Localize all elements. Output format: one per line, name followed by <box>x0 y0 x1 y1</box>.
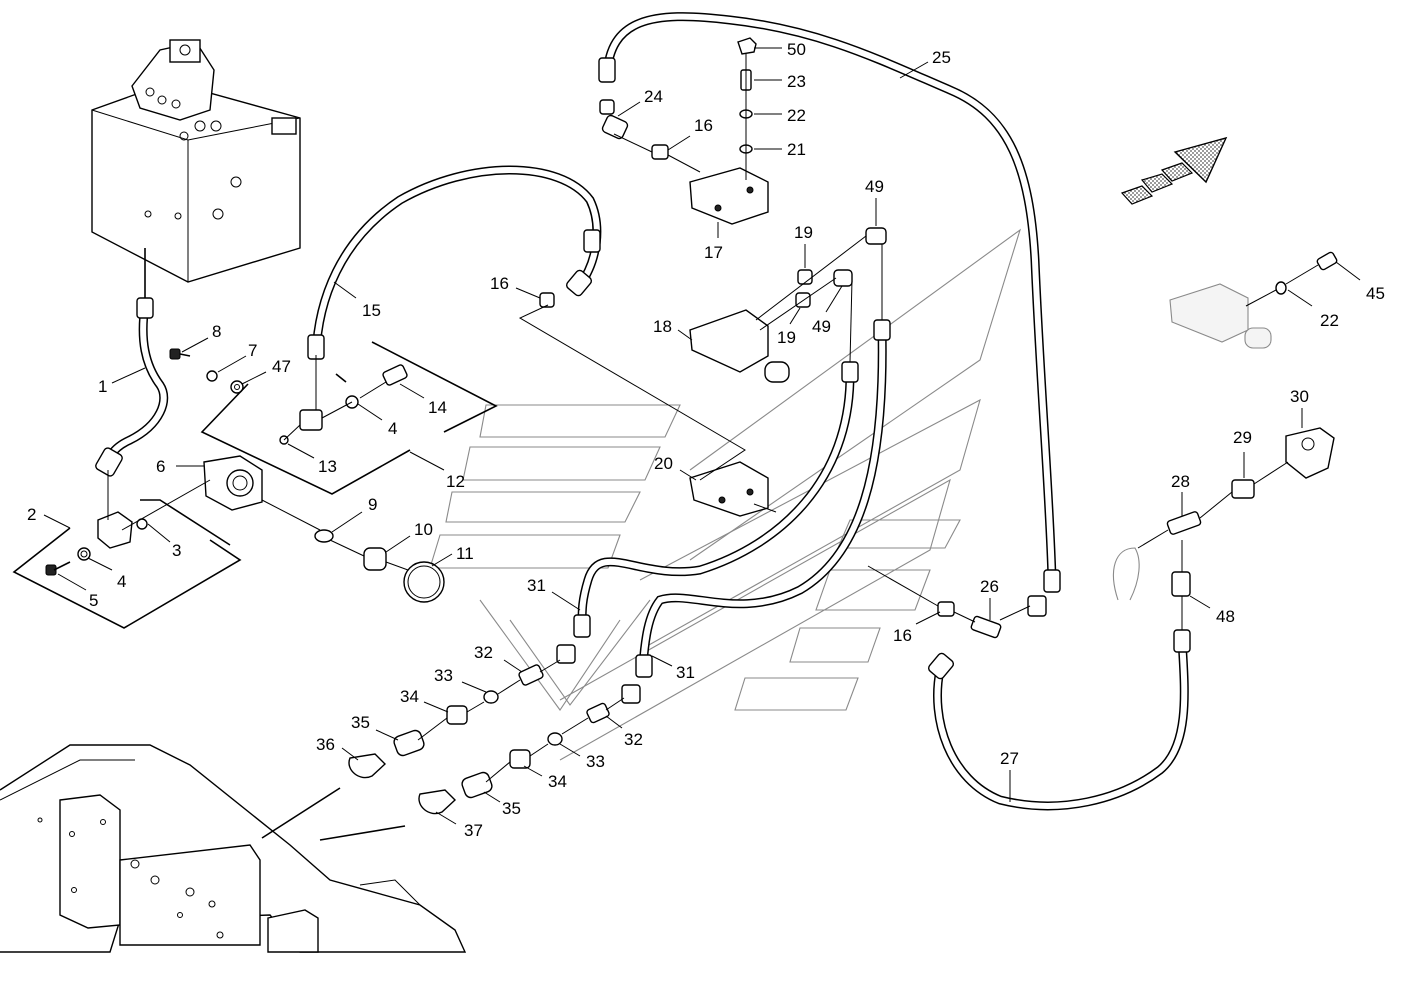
leader-lines <box>107 54 1319 783</box>
callout-22b: 22 <box>1320 311 1339 330</box>
callout-30: 30 <box>1290 387 1309 406</box>
callout-36: 36 <box>316 735 335 754</box>
callout-1: 1 <box>98 377 107 396</box>
callout-4a: 4 <box>117 572 126 591</box>
callout-labels: 1 2 3 4 4 5 6 7 8 9 10 11 12 13 14 15 16… <box>27 40 1385 840</box>
callout-32a: 32 <box>474 643 493 662</box>
callout-35b: 35 <box>502 799 521 818</box>
callout-37: 37 <box>464 821 483 840</box>
callout-26: 26 <box>980 577 999 596</box>
callout-16b: 16 <box>694 116 713 135</box>
callout-34b: 34 <box>548 772 567 791</box>
callout-16a: 16 <box>490 274 509 293</box>
callout-28: 28 <box>1171 472 1190 491</box>
hoses <box>103 12 1189 811</box>
callout-11: 11 <box>456 544 474 563</box>
small-parts <box>45 37 1338 815</box>
callout-17: 17 <box>704 243 723 262</box>
callout-10: 10 <box>414 520 433 539</box>
callout-18: 18 <box>653 317 672 336</box>
callout-14: 14 <box>428 398 447 417</box>
callout-33b: 33 <box>586 752 605 771</box>
callout-8: 8 <box>212 322 221 341</box>
callout-13: 13 <box>318 457 337 476</box>
detail-frames <box>12 341 498 629</box>
callout-49a: 49 <box>865 177 884 196</box>
callout-2: 2 <box>27 505 36 524</box>
callout-21: 21 <box>787 140 806 159</box>
callout-48: 48 <box>1216 607 1235 626</box>
callout-31a: 31 <box>527 576 546 595</box>
callout-27: 27 <box>1000 749 1019 768</box>
callout-20: 20 <box>654 454 673 473</box>
hose-fittings <box>95 57 1191 704</box>
callout-49b: 49 <box>812 317 831 336</box>
hydraulic-tank <box>91 39 301 283</box>
callout-23: 23 <box>787 72 806 91</box>
machine-frame <box>0 744 467 953</box>
callout-5: 5 <box>89 591 98 610</box>
callout-24: 24 <box>644 87 663 106</box>
callout-33a: 33 <box>434 666 453 685</box>
callout-45: 45 <box>1366 284 1385 303</box>
callout-12: 12 <box>446 472 465 491</box>
callout-50: 50 <box>787 40 806 59</box>
callout-19b: 19 <box>777 328 796 347</box>
callout-31b: 31 <box>676 663 695 682</box>
direction-arrow-icon <box>1120 136 1228 205</box>
callout-4b: 4 <box>388 419 397 438</box>
callout-25: 25 <box>932 48 951 67</box>
callout-35a: 35 <box>351 713 370 732</box>
callout-47: 47 <box>272 357 291 376</box>
callout-9: 9 <box>368 495 377 514</box>
callout-16c: 16 <box>893 626 912 645</box>
callout-7: 7 <box>248 341 257 360</box>
callout-32b: 32 <box>624 730 643 749</box>
callout-3: 3 <box>172 541 181 560</box>
callout-34a: 34 <box>400 687 419 706</box>
callout-15: 15 <box>362 301 381 320</box>
callout-22a: 22 <box>787 106 806 125</box>
callout-19a: 19 <box>794 223 813 242</box>
callout-29: 29 <box>1233 428 1252 447</box>
callout-6: 6 <box>156 457 165 476</box>
